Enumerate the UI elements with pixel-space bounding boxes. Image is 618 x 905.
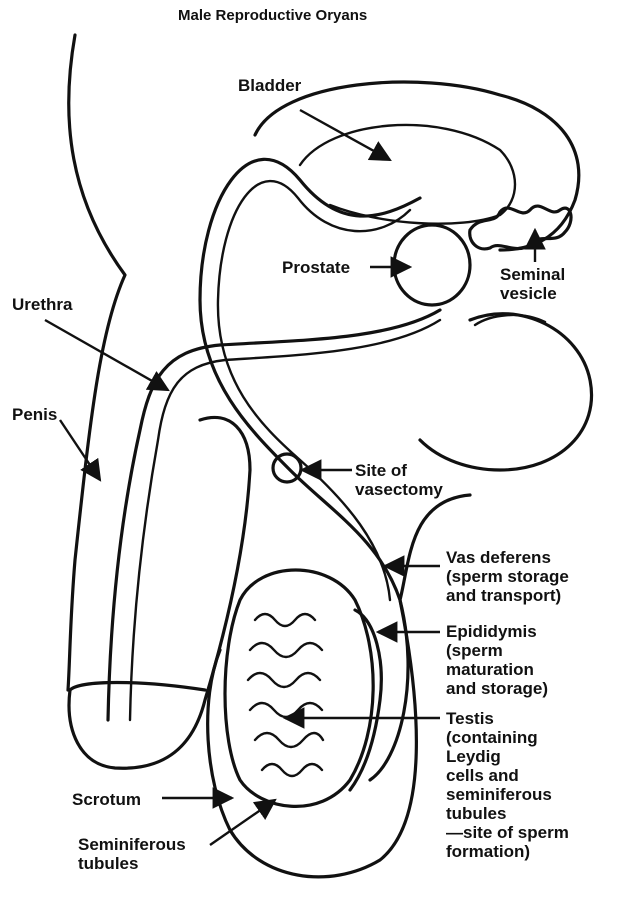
urethra-outer	[108, 310, 440, 720]
label-testis: Testis (containing Leydig cells and semi…	[446, 709, 569, 861]
label-scrotum: Scrotum	[72, 790, 141, 809]
vas-deferens-inner	[218, 181, 410, 600]
label-urethra: Urethra	[12, 295, 72, 314]
penis-outline	[69, 417, 250, 768]
bladder-arrow	[300, 110, 390, 160]
testis-outline	[225, 570, 373, 806]
urethra-inner	[130, 320, 440, 720]
label-seminiferous-tubules: Seminiferous tubules	[78, 835, 186, 873]
seminal-vesicle	[470, 206, 571, 249]
seminiferous-tubules	[248, 614, 323, 776]
penis-glans	[70, 683, 205, 691]
prostate-gland	[394, 225, 470, 305]
penis-arrow	[60, 420, 100, 480]
label-vas-deferens: Vas deferens (sperm storage and transpor…	[446, 548, 569, 605]
bladder-outline	[255, 82, 579, 250]
label-bladder: Bladder	[238, 76, 301, 95]
diagram-title: Male Reproductive Oryans	[178, 6, 367, 25]
rectum-outline	[420, 314, 592, 470]
label-penis: Penis	[12, 405, 57, 424]
label-seminal-vesicle: Seminal vesicle	[500, 265, 565, 303]
label-site-of-vasectomy: Site of vasectomy	[355, 461, 443, 499]
label-prostate: Prostate	[282, 258, 350, 277]
label-epididymis: Epididymis (sperm maturation and storage…	[446, 622, 548, 698]
epididymis	[350, 610, 381, 790]
